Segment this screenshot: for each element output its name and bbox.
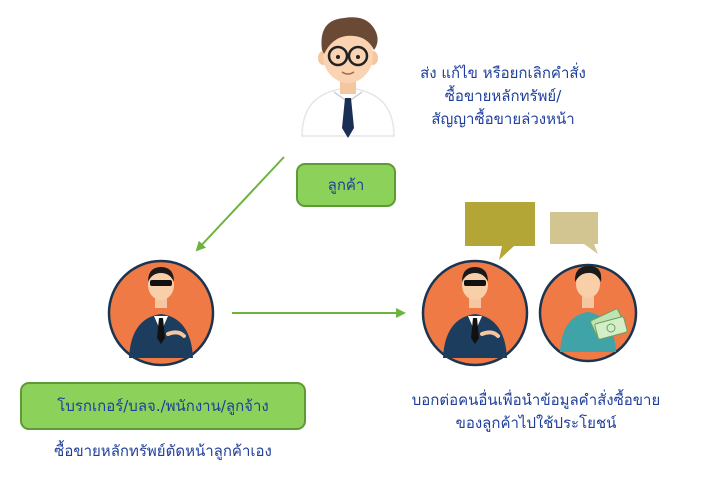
- broker-icon: [107, 259, 215, 367]
- customer-action-line: ส่ง แก้ไข หรือยกเลิกคำสั่ง: [420, 64, 586, 82]
- speech-bubble-dark: [465, 202, 535, 260]
- broker-label-box: โบรกเกอร์/บลจ./พนักงาน/ลูกจ้าง: [20, 382, 306, 430]
- customer-action-text: ส่ง แก้ไข หรือยกเลิกคำสั่ง ซื้อขายหลักทร…: [396, 62, 610, 131]
- speech-bubble-light: [550, 212, 598, 254]
- arrow-customer-to-broker: [195, 156, 285, 252]
- recipient-icon: [538, 263, 638, 363]
- disclosure-line: บอกต่อคนอื่นเพื่อนำข้อมูลคำสั่งซื้อขาย: [411, 391, 661, 409]
- disclosure-text: บอกต่อคนอื่นเพื่อนำข้อมูลคำสั่งซื้อขาย ข…: [378, 389, 694, 435]
- broker-action-line: ซื้อขายหลักทรัพย์ตัดหน้าลูกค้าเอง: [54, 442, 272, 460]
- customer-label: ลูกค้า: [327, 176, 365, 194]
- customer-icon: [301, 17, 395, 138]
- broker-label: โบรกเกอร์/บลจ./พนักงาน/ลูกจ้าง: [57, 397, 269, 415]
- broker-action-text: ซื้อขายหลักทรัพย์ตัดหน้าลูกค้าเอง: [20, 440, 306, 463]
- disclosure-line: ของลูกค้าไปใช้ประโยชน์: [455, 414, 617, 432]
- customer-action-line: ซื้อขายหลักทรัพย์/: [444, 87, 562, 105]
- customer-label-box: ลูกค้า: [296, 163, 396, 207]
- informant-icon: [421, 259, 529, 367]
- customer-action-line: สัญญาซื้อขายล่วงหน้า: [431, 110, 575, 128]
- money-icon: [590, 308, 628, 340]
